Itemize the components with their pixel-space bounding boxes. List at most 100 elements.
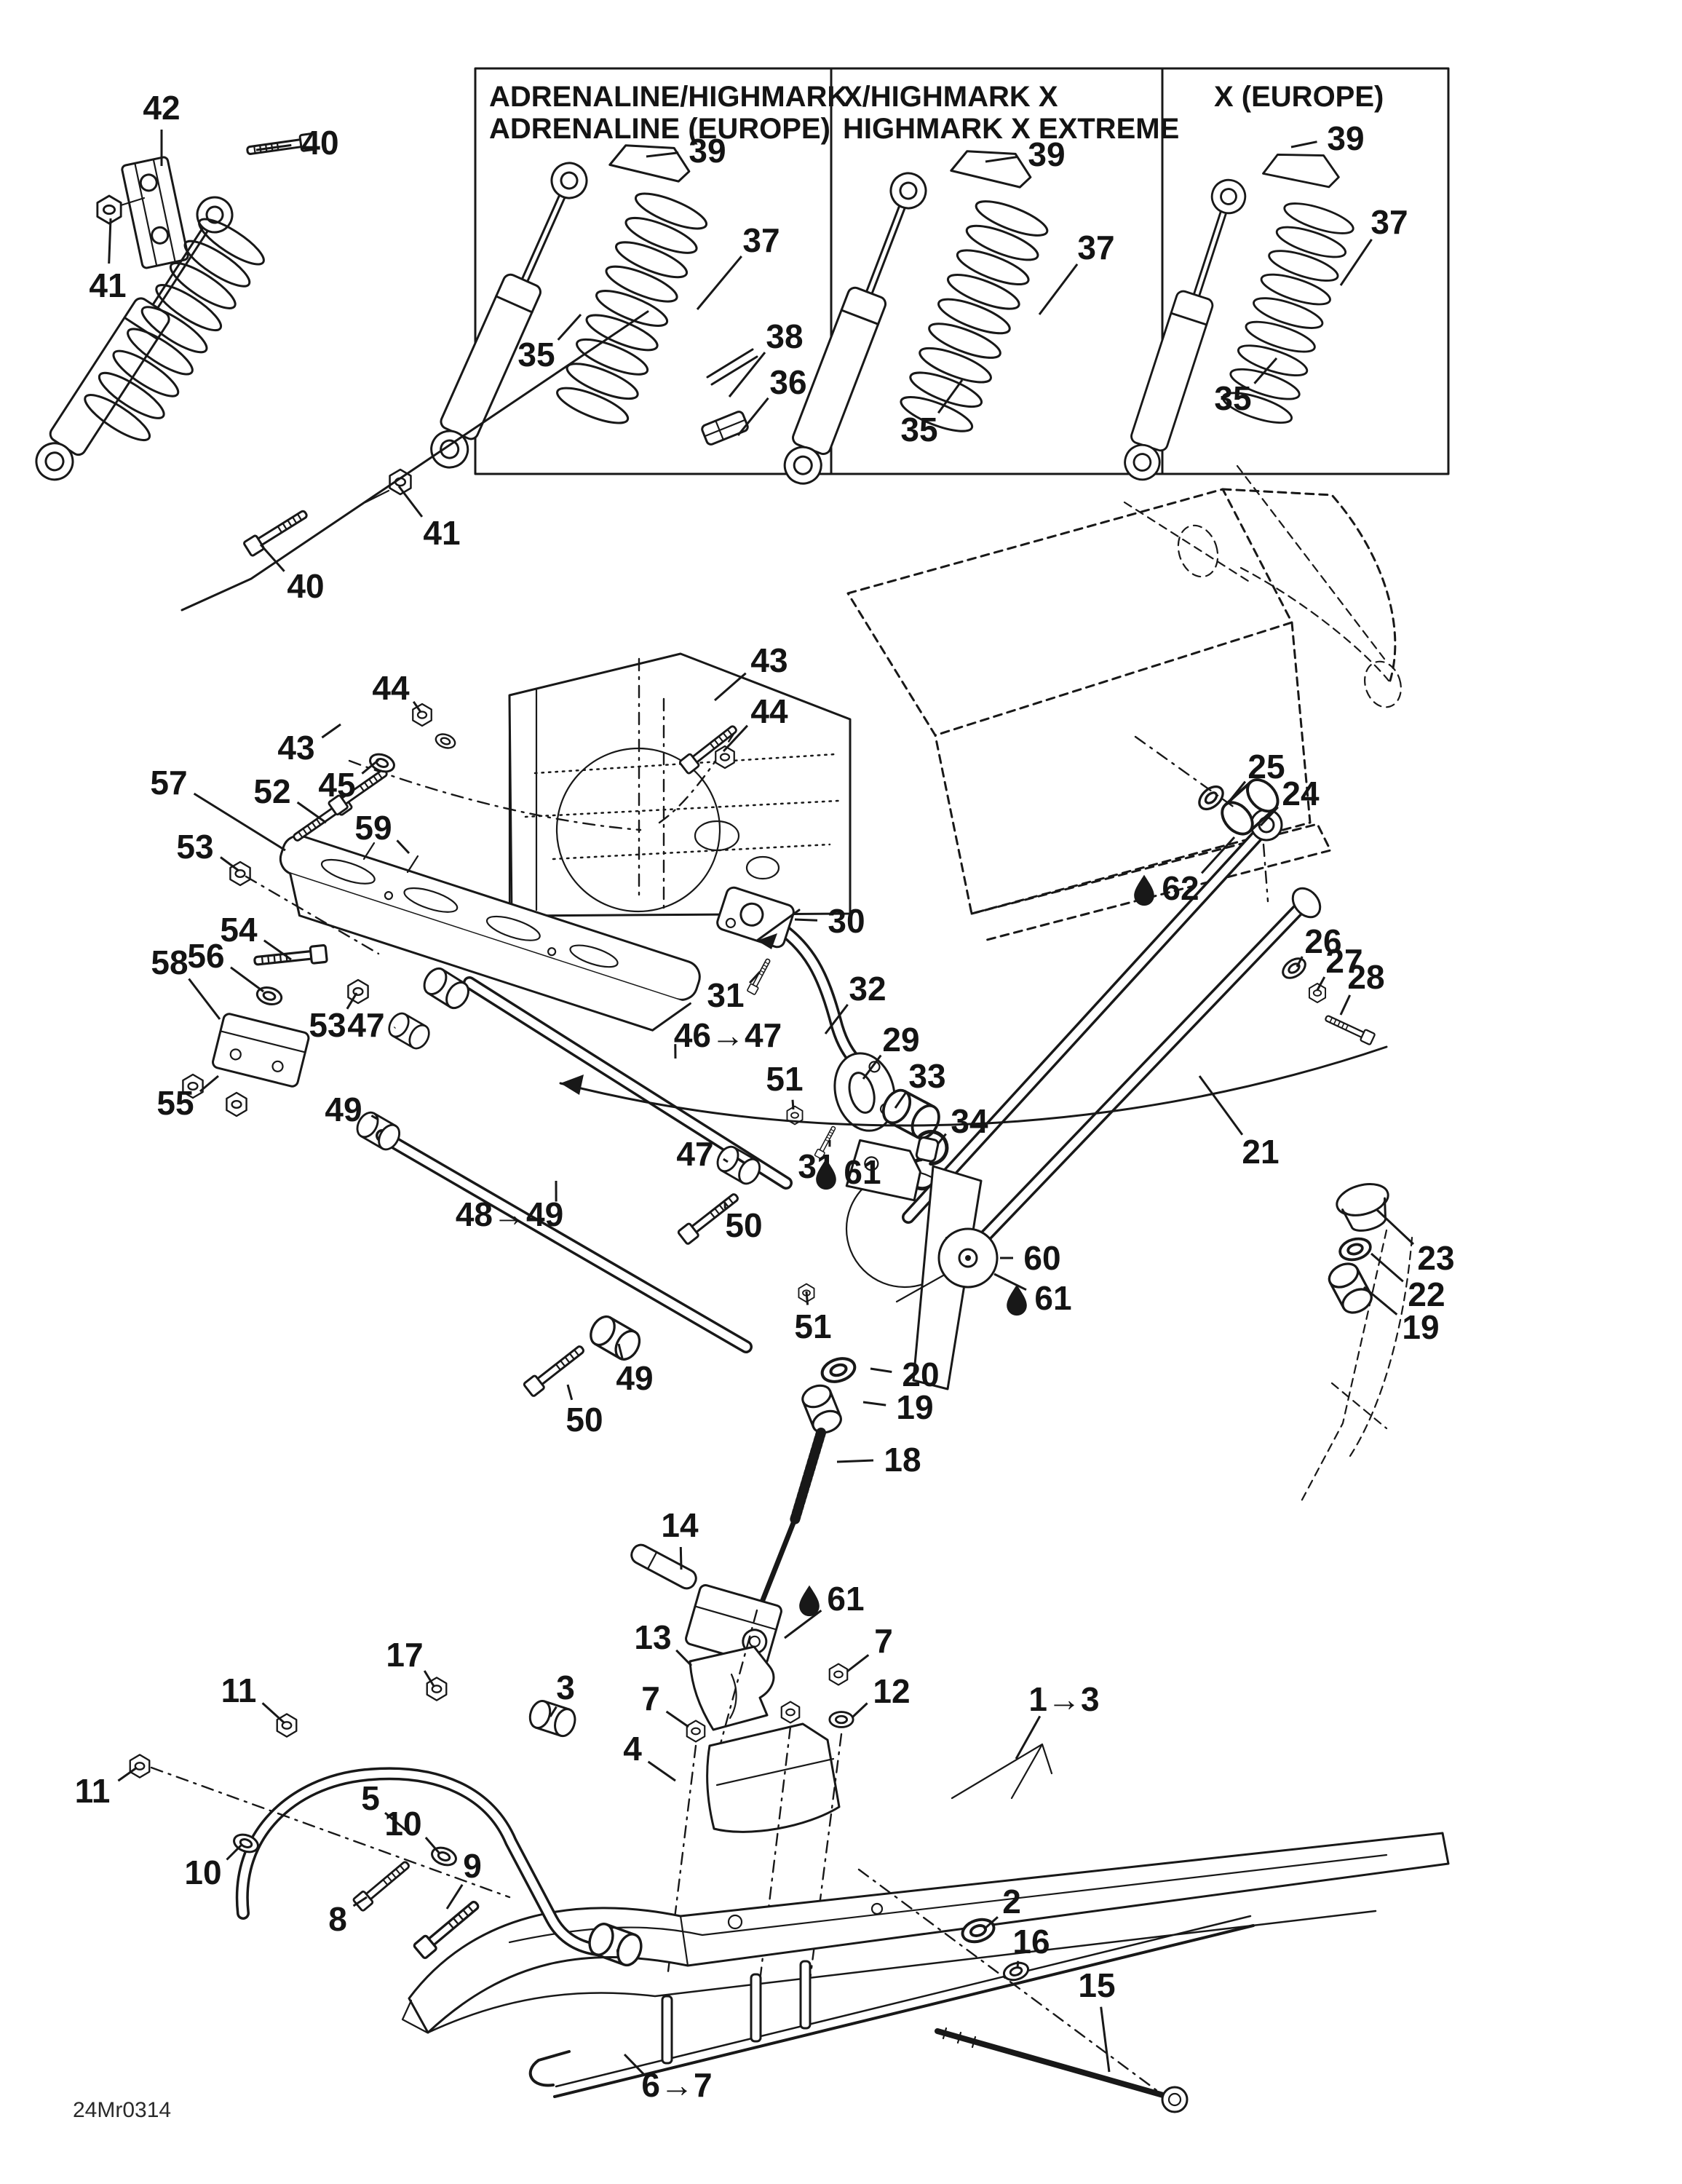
bolt-40-bottom-art [242,505,312,558]
part-number-text: 28 [1347,958,1384,996]
leader-line [870,1367,892,1373]
leader-line [255,143,292,151]
leader-line [1290,141,1317,149]
leader-line [722,724,748,753]
ski-assembly-art [129,1663,1450,2113]
part-number-text: 10 [184,1853,221,1891]
part-label-19: 19 [1363,1286,1440,1346]
part-number-text: 18 [884,1441,921,1479]
bolt-15-art [935,2028,1166,2098]
part-label-33: 33 [894,1057,946,1109]
part-label-17: 17 [386,1636,435,1687]
part-number-text: 35 [1214,379,1251,417]
frame-art [181,310,1402,942]
part-label-40: 40 [255,124,339,162]
leader-line [1038,263,1079,315]
part-label-15: 15 [1078,1966,1116,2073]
leader-line [230,966,264,993]
part-number-text: 51 [766,1060,803,1098]
part-label-3: 3 [549,1669,575,1717]
part-number-text: 9 [463,1847,482,1885]
part-label-7: 7 [846,1622,893,1673]
part-number-text: 36 [769,363,806,401]
part-label-12: 12 [852,1672,911,1718]
part-label-35: 35 [517,313,582,373]
part-number-text: 22 [1408,1275,1445,1313]
leader-line [862,1401,886,1406]
part-number-text: 54 [220,911,258,949]
part-label-43: 43 [714,641,788,702]
nut-53b-art [347,978,369,1005]
part-number-text: 7 [641,1679,660,1717]
part-label-30: 30 [794,902,865,940]
part-number-text: 60 [1023,1239,1060,1277]
part-number-text: 45 [318,766,355,804]
leader-line [1016,1961,1020,1969]
part-number-text: 41 [423,514,460,552]
part-label-40: 40 [259,544,325,605]
part-label-61: 61 [816,1153,881,1191]
part-label-37: 37 [696,221,780,310]
part-number-text: 25 [1247,748,1285,786]
part-label-47: 47 [676,1135,729,1173]
leader-line [1200,836,1236,874]
leader-line [108,218,112,264]
leader-line [346,992,358,1010]
leader-line [445,1883,464,1910]
part-label-19: 19 [862,1388,934,1426]
part-number-text: 40 [301,124,338,162]
leader-line [1100,2006,1111,2073]
part-label-29: 29 [862,1021,920,1080]
part-label-8: 8 [328,1896,368,1938]
part-label-11: 11 [221,1671,285,1724]
part-number-text: 42 [143,89,180,127]
part-number-text: 6→7 [641,2066,712,2104]
part-label-60: 60 [1000,1239,1061,1277]
part-label-47: 47 [347,1006,396,1044]
part-label-52: 52 [253,772,327,824]
part-label-39: 39 [646,132,726,170]
leader-line [1339,994,1352,1016]
part-number-text: 14 [661,1506,699,1544]
part-number-text: 1→3 [1028,1680,1099,1718]
leader-line [862,1054,882,1080]
part-label-13: 13 [634,1618,693,1667]
leader-line [199,1075,219,1093]
part-number-text: 35 [517,336,555,373]
leader-line [397,486,424,518]
part-number-text: 40 [287,567,324,605]
part-label-61: 61 [784,1580,865,1639]
support-block-art [212,1013,310,1088]
front-shock-assembly [27,132,412,558]
part-label-5: 5 [361,1779,408,1833]
leader-line [396,839,410,855]
leader-line [188,978,221,1020]
stop-wedge-13-art [689,1645,775,1731]
leader-line [263,939,292,961]
leader-line [985,156,1018,163]
panel-x-europe: X (EUROPE) [1118,67,1450,486]
part-number-text: 56 [187,937,224,975]
leader-line [1316,976,1326,991]
part-label-35: 35 [900,379,964,448]
leader-line [1363,1286,1398,1315]
part-number-text: 20 [902,1356,939,1393]
part-number-text: 15 [1078,1966,1115,2004]
part-label-41: 41 [89,218,127,304]
leader-line [412,700,422,713]
part-label-53: 53 [309,992,358,1044]
part-label-35: 35 [1214,357,1278,417]
part-label-61: 61 [993,1273,1072,1317]
leader-line [557,313,582,341]
part-label-39: 39 [985,135,1066,173]
part-label-38: 38 [728,317,804,397]
spring-slider-art [706,348,758,386]
part-label-7: 7 [641,1679,689,1728]
leader-line [728,352,766,397]
shock-absorber-art [1118,146,1357,486]
part-label-10: 10 [184,1843,243,1891]
leader-line [696,256,742,310]
part-number-text: 24 [1282,775,1320,812]
watermark: 24Mr0314 [73,2098,171,2122]
